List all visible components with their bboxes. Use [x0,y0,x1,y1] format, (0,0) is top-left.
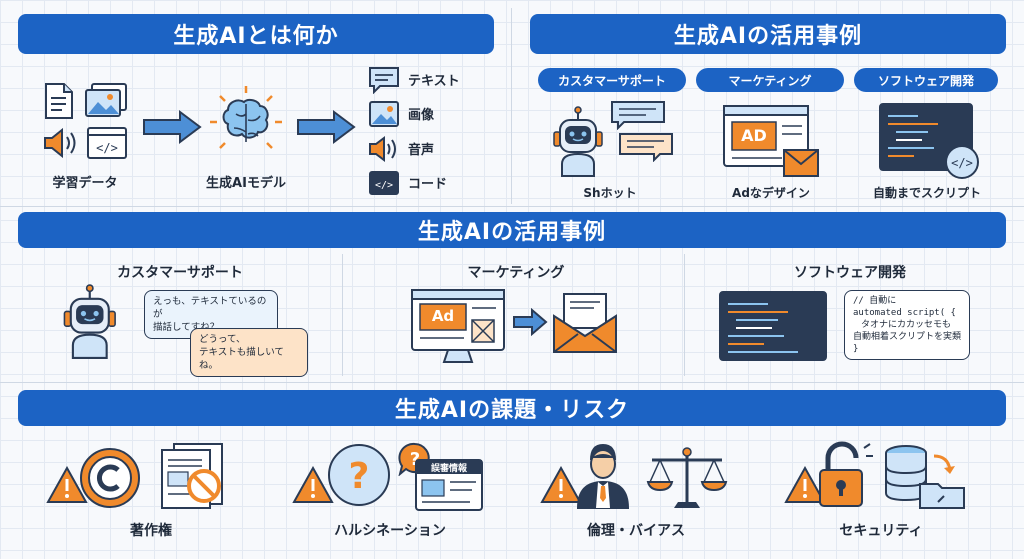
overview-title: 生成AIとは何か [18,14,494,54]
warning-icon [292,466,334,503]
svg-text:?: ? [349,456,370,497]
warning-icon [540,466,582,503]
speaker-icon [369,136,396,162]
svg-text:</>: </> [951,156,973,170]
tab-marketing[interactable]: マーケティング [696,68,844,92]
arrow-icon [143,110,202,144]
image-stack-icon [85,83,127,117]
document-icon [45,83,73,119]
warning-icon [784,466,826,503]
usecases-mid-title: 生成AIの活用事例 [18,212,1006,248]
info-tag: 誤審情報 [430,464,467,474]
code-window-icon: </> [369,171,399,195]
usecases-top-title: 生成AIの活用事例 [530,14,1006,54]
column-title-support: カスタマーサポート [117,265,243,281]
robot-icon [63,284,116,359]
caption-software: 自動までスクリプト [872,186,981,200]
svg-text:</>: </> [96,141,118,155]
image-icon [369,101,399,127]
output-code-label: コード [408,177,448,192]
database-icon [885,445,965,509]
question-circle-icon: ? [328,444,390,506]
section-divider [0,206,1024,207]
code-window-icon: </> [87,127,127,159]
chat-bubble-icon [611,101,665,130]
ad-text: Ad [431,307,455,325]
risk-hallucination-label: ハルシネーション [334,523,446,539]
caption-marketing: Adなデザイン [732,186,810,200]
chat-bubble-user: どうって、 テキストも描しいてね。 [190,328,308,377]
document-blocked-icon [161,443,223,509]
training-data-label: 学習データ [52,176,118,191]
unlocked-padlock-icon [819,441,873,507]
brain-icon [210,86,282,149]
scale-icon [646,447,728,508]
caption-support: Shホット [583,186,637,200]
chat-bubble-icon [619,133,673,162]
speaker-icon [44,128,76,158]
col-divider [342,254,343,376]
output-image-label: 画像 [408,108,435,123]
column-title-software: ソフトウェア開発 [794,265,906,281]
ad-text: AD [741,126,767,145]
model-label: 生成AIモデル [206,176,286,191]
code-editor-icon: </> [879,103,979,179]
envelope-icon [553,293,617,353]
risks-title: 生成AIの課題・リスク [18,390,1006,426]
info-card-icon [415,459,483,511]
monitor-ad-icon [411,289,505,363]
tab-customer-support[interactable]: カスタマーサポート [538,68,686,92]
copyright-icon [80,448,140,508]
svg-text:</>: </> [375,180,393,191]
output-audio-label: 音声 [408,143,435,158]
risk-copyright-label: 著作権 [130,523,172,539]
top-divider [511,8,512,204]
warning-icon [46,466,88,503]
arrow-icon [297,110,356,144]
column-title-marketing: マーケティング [467,265,565,281]
section-divider [0,382,1024,383]
risk-ethics-label: 倫理・バイアス [587,523,685,539]
arrow-icon [513,308,548,336]
svg-text:?: ? [410,449,420,470]
risk-security-label: セキュリティ [839,523,923,539]
code-bubble: // 自動に automated script( { タオナにカカッセモも 自動… [844,290,970,360]
chat-icon [369,67,399,94]
output-text-label: テキスト [408,74,460,89]
ad-window-icon [723,105,819,177]
person-icon [576,444,630,509]
tab-software-dev[interactable]: ソフトウェア開発 [854,68,998,92]
col-divider [684,254,685,376]
robot-icon [553,106,603,177]
code-editor-icon [719,291,827,361]
